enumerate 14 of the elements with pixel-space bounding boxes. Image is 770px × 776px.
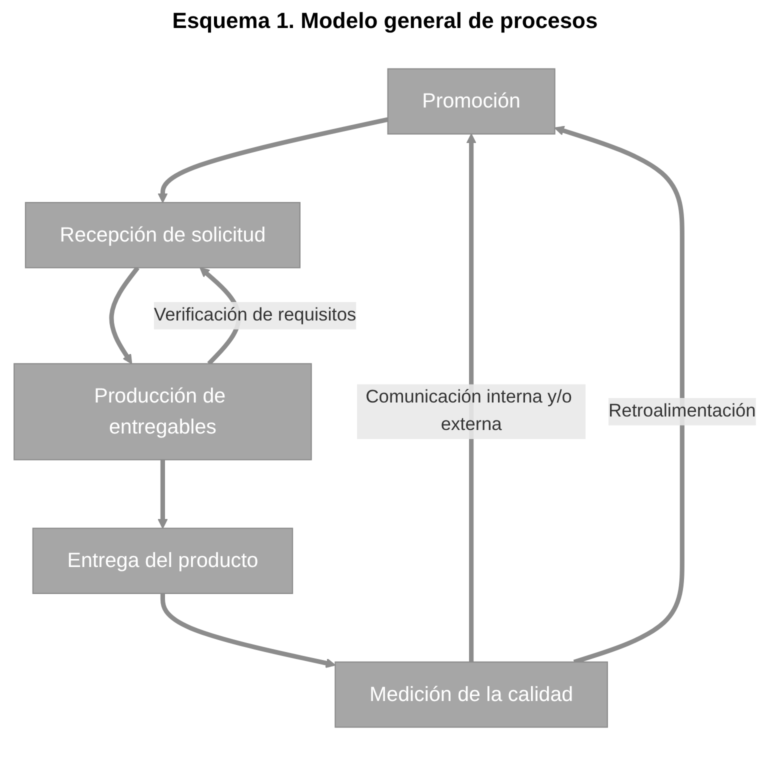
arrow (466, 134, 476, 662)
diagram-title: Esquema 1. Modelo general de procesos (172, 8, 598, 34)
node-box: Medición de la calidad (334, 661, 608, 728)
node-box: Producción de entregables (14, 363, 312, 460)
node-box: Recepción de solicitud (24, 202, 301, 268)
node-box: Promoción (387, 68, 556, 135)
edge-label: Retroalimentación (608, 401, 756, 421)
node-box: Entrega del producto (32, 528, 294, 594)
arrow (109, 266, 140, 364)
arrow (158, 117, 388, 204)
edge-label: Verificación de requisitos (154, 305, 356, 325)
arrow (158, 460, 168, 529)
arrow (160, 593, 336, 668)
edge-label: Comunicación interna y/o externa (366, 388, 572, 435)
